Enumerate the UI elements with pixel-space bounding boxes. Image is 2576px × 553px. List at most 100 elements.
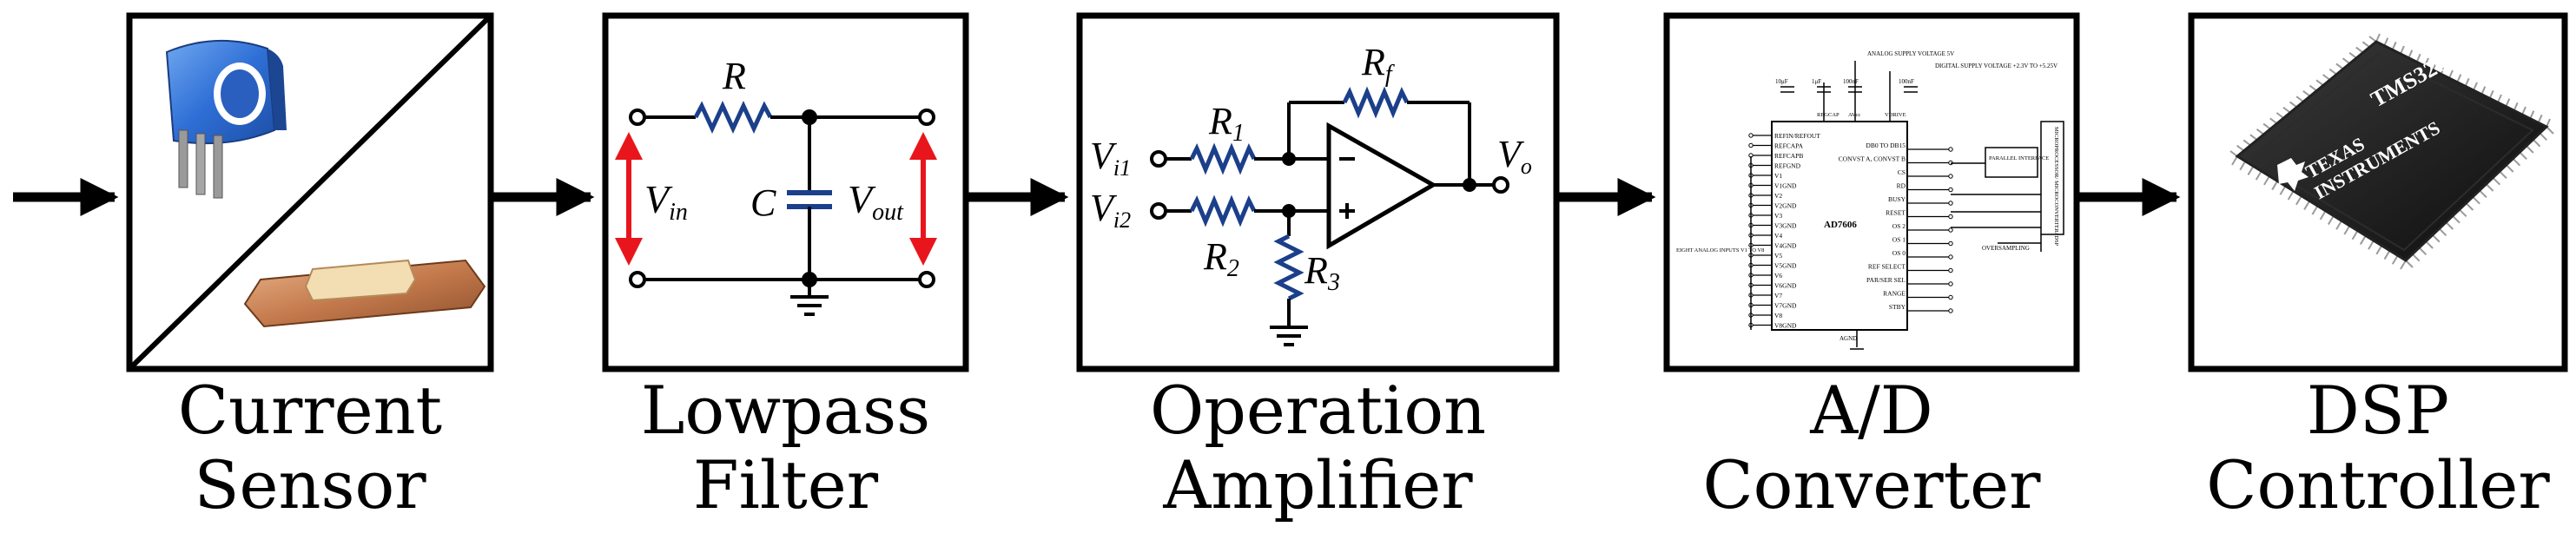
- sensor-divider-line: [129, 16, 491, 369]
- opamp-triangle: [1326, 122, 1438, 250]
- adc-left-pin-label: V3: [1774, 212, 1782, 220]
- capacitor-label: C: [750, 181, 776, 224]
- adc-right-pin-label: PAR/SER SEL: [1866, 276, 1906, 284]
- dsp-pin: [2391, 41, 2397, 50]
- dsp-pin: [2519, 151, 2527, 161]
- dsp-pin: [2492, 176, 2500, 186]
- dsp-pin: [2383, 250, 2391, 260]
- dsp-pin: [2319, 210, 2327, 221]
- dsp-pin: [2400, 45, 2405, 55]
- vi2-label: Vi2: [1090, 187, 1131, 233]
- operation-amplifier-frame: [1076, 12, 1560, 372]
- adc-right-pin-node: [1948, 308, 1953, 313]
- lowpass-filter-frame: [602, 12, 969, 372]
- current-sensor-caption-line2: Sensor: [194, 446, 426, 523]
- adc-right-pin-label: BUSY: [1888, 195, 1906, 203]
- ad-converter-caption: A/D Converter: [1667, 373, 2077, 523]
- dsp-pin: [2289, 101, 2298, 109]
- adc-left-pin-label: V4GND: [1774, 242, 1797, 250]
- dsp-pin: [2459, 208, 2467, 218]
- dsp-pin: [2513, 102, 2519, 111]
- adc-left-pin-label: V5GND: [1774, 262, 1797, 270]
- dsp-pin: [2342, 57, 2351, 64]
- dsp-pin: [2408, 49, 2414, 59]
- dsp-pin: [2438, 227, 2447, 237]
- opamp-terminals: [1150, 150, 1509, 220]
- dsp-pin: [2269, 117, 2278, 125]
- adc-agnd: AGND: [1840, 335, 1857, 342]
- dsp-pin: [2327, 215, 2335, 226]
- adc-analog-supply: ANALOG SUPPLY VOLTAGE 5V: [1867, 50, 1954, 57]
- dsp-pin: [2448, 69, 2454, 79]
- dsp-pin: [2432, 234, 2441, 243]
- dsp-pin: [2239, 161, 2247, 171]
- dsp-pin: [2359, 234, 2367, 245]
- adc-top-pin-label: VDRIVE: [1885, 112, 1906, 118]
- operation-amplifier-caption: Operation Amplifier: [1080, 373, 1556, 523]
- adc-left-pin-label: REFIN/REFOUT: [1774, 132, 1820, 140]
- dsp-pin: [2424, 57, 2429, 67]
- adc-right-pin-node: [1948, 174, 1953, 179]
- dsp-pin: [2546, 118, 2551, 128]
- dsp-pin: [2275, 112, 2284, 119]
- dsp-pin: [2464, 77, 2470, 87]
- opamp-r2: [1189, 194, 1257, 227]
- dsp-pin: [2375, 33, 2381, 43]
- dsp-pin: [2415, 53, 2421, 63]
- adc-parallel-interface-box: [1985, 147, 2038, 178]
- adc-left-pin-label: V2: [1774, 192, 1782, 200]
- dsp-pin: [2445, 221, 2454, 230]
- dsp-pin: [2440, 65, 2446, 75]
- dsp-pin: [2231, 155, 2238, 166]
- adc-chip-name: AD7606: [1824, 220, 1857, 230]
- filter-resistor: [693, 101, 773, 134]
- dsp-pin: [2537, 114, 2543, 123]
- adc-right-pin-node: [1948, 267, 1953, 273]
- adc-right-pin-label: RANGE: [1883, 290, 1906, 298]
- dsp-pin: [2521, 106, 2526, 115]
- operation-amplifier-caption-line2: Amplifier: [1163, 446, 1473, 523]
- r1-label: R1: [1208, 100, 1245, 147]
- dsp-pin: [2432, 62, 2438, 71]
- dsp-pin: [2405, 260, 2414, 268]
- dsp-pin: [2497, 94, 2502, 103]
- opamp-rf: [1342, 86, 1410, 119]
- opamp-r3: [1273, 234, 1305, 301]
- dsp-pin: [2302, 90, 2311, 97]
- dsp-pin: [2368, 36, 2377, 43]
- adc-right-pin-label: REF SELECT: [1868, 263, 1906, 271]
- adc-left-pin-label: REFGND: [1774, 162, 1801, 170]
- dsp-pin: [2539, 132, 2547, 142]
- dsp-pin: [2485, 183, 2494, 192]
- current-sensor-block: [126, 12, 494, 372]
- dsp-controller-caption: DSP Controller: [2191, 373, 2565, 523]
- adc-left-pin-node: [1748, 133, 1754, 138]
- dsp-pin: [2512, 157, 2521, 167]
- dsp-pin: [2328, 68, 2337, 76]
- dsp-pin: [2499, 170, 2507, 180]
- lowpass-filter-block: R C Vin Vout: [602, 12, 969, 372]
- dsp-pin: [2375, 245, 2383, 255]
- filter-terminals: [629, 109, 935, 288]
- dsp-controller-caption-line1: DSP: [2306, 372, 2450, 449]
- dsp-pin: [2465, 202, 2474, 211]
- dsp-pin: [2287, 190, 2295, 201]
- dsp-pin: [2529, 110, 2535, 120]
- dsp-pin: [2249, 134, 2258, 141]
- adc-oversampling: OVERSAMPLING: [1982, 245, 2030, 252]
- adc-left-pin-label: REFCAPB: [1774, 152, 1803, 160]
- dsp-pin: [2348, 52, 2357, 59]
- dsp-pin: [2308, 84, 2318, 92]
- dsp-chip-body: [2235, 40, 2549, 262]
- r2-label: R2: [1203, 235, 1239, 282]
- opamp-circuit: [1164, 86, 1496, 346]
- adc-eight-inputs: EIGHT ANALOG INPUTS V1 TO V8: [1676, 247, 1764, 253]
- hall-sensor-image: [165, 39, 287, 199]
- adc-left-pins: REFIN/REFOUTREFCAPAREFCAPBREFGNDV1V1GNDV…: [1748, 132, 1820, 330]
- vo-label: Vo: [1497, 133, 1532, 179]
- dsp-pin: [2315, 79, 2324, 87]
- adc-mcu: MICROPROCESSOR/ MICROCONVERTER/ DSP: [2053, 127, 2059, 247]
- dsp-pin: [2335, 220, 2342, 230]
- operation-amplifier-caption-line1: Operation: [1149, 372, 1487, 449]
